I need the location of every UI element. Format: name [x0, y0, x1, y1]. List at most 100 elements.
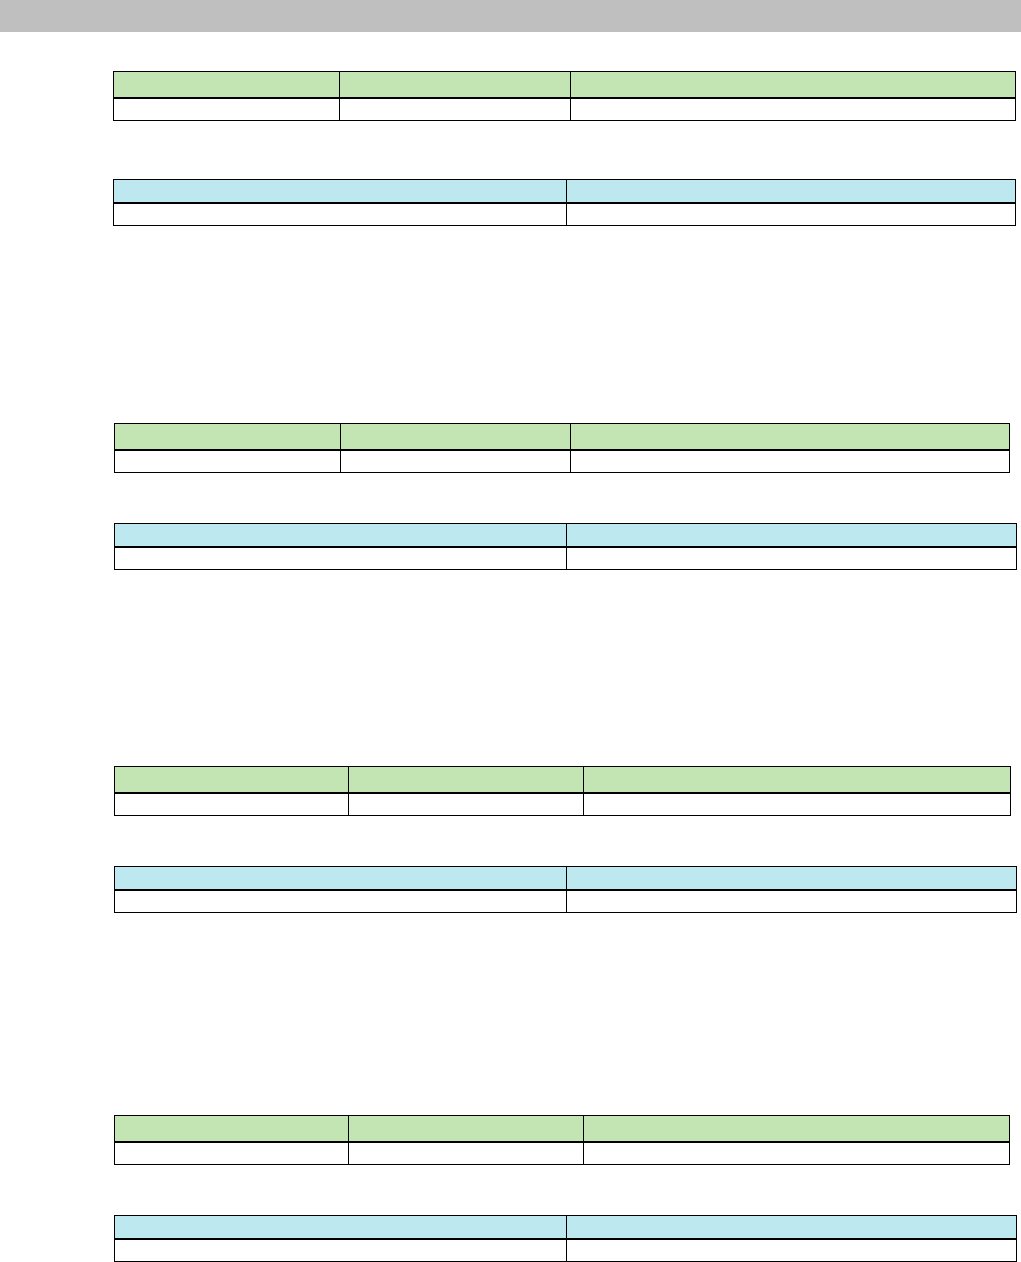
table-cell [348, 1141, 584, 1165]
table-cell [114, 792, 349, 816]
table-cell-text [115, 1143, 348, 1146]
header-cell-text [115, 524, 566, 527]
table-cell-text [115, 794, 348, 797]
table-cell-text [114, 99, 339, 102]
table-cell [114, 1238, 567, 1262]
table-cell-text [567, 204, 1015, 207]
table-cell [339, 97, 571, 121]
table-cell-text [571, 451, 1009, 454]
table-row [114, 449, 1010, 473]
table-cell [348, 792, 584, 816]
table-row [114, 792, 1011, 816]
table-cell-text [114, 204, 566, 207]
header-cell-text [584, 767, 1010, 770]
table-row [114, 1141, 1010, 1165]
table-cell-text [567, 1240, 1016, 1243]
table-row [113, 202, 1016, 226]
header-cell-text [115, 1216, 566, 1219]
table-cell [566, 1238, 1017, 1262]
header-cell [583, 766, 1011, 794]
header-cell [114, 1215, 567, 1240]
header-cell [114, 1115, 349, 1143]
header-cell-text [349, 1116, 583, 1119]
blue-table-1 [113, 179, 1016, 226]
header-cell [566, 523, 1017, 548]
table-header-row [114, 766, 1011, 794]
table-header-row [113, 179, 1016, 204]
table-header-row [114, 523, 1017, 548]
header-cell-text [567, 524, 1016, 527]
header-cell-text [340, 72, 570, 75]
table-cell [566, 202, 1016, 226]
header-cell-text [115, 424, 340, 427]
table-cell-text [341, 451, 570, 454]
table-cell-text [567, 891, 1016, 894]
green-table-4 [114, 1115, 1010, 1165]
table-cell [114, 889, 567, 913]
green-table-1 [113, 71, 1016, 121]
header-cell-text [567, 180, 1015, 183]
table-header-row [114, 866, 1017, 891]
table-cell [113, 97, 340, 121]
table-cell-text [584, 1143, 1009, 1146]
header-cell [566, 866, 1017, 891]
table-header-row [114, 423, 1010, 451]
header-cell-text [115, 1116, 348, 1119]
header-cell [114, 866, 567, 891]
table-cell [566, 546, 1017, 570]
table-cell [570, 97, 1016, 121]
header-cell-text [341, 424, 570, 427]
header-cell-text [567, 867, 1016, 870]
table-row [114, 546, 1017, 570]
header-cell [348, 766, 584, 794]
header-cell [114, 766, 349, 794]
table-cell-text [584, 794, 1010, 797]
table-cell [570, 449, 1010, 473]
header-cell [566, 179, 1016, 204]
header-cell-text [349, 767, 583, 770]
table-cell [583, 1141, 1010, 1165]
header-cell-text [115, 867, 566, 870]
green-table-3 [114, 766, 1011, 816]
header-cell [113, 71, 340, 99]
table-row [113, 97, 1016, 121]
header-cell [114, 523, 567, 548]
table-cell-text [340, 99, 570, 102]
blue-table-3 [114, 866, 1017, 913]
table-header-row [114, 1215, 1017, 1240]
table-cell-text [567, 548, 1016, 551]
header-cell-text [115, 767, 348, 770]
header-cell [570, 71, 1016, 99]
table-row [114, 889, 1017, 913]
header-cell [340, 423, 571, 451]
header-cell [566, 1215, 1017, 1240]
table-cell-text [349, 1143, 583, 1146]
header-cell-text [114, 180, 566, 183]
header-cell-text [571, 424, 1009, 427]
table-cell-text [115, 548, 566, 551]
header-cell [583, 1115, 1010, 1143]
header-cell [114, 423, 341, 451]
table-cell [114, 449, 341, 473]
table-cell [113, 202, 567, 226]
table-cell-text [115, 1240, 566, 1243]
table-cell-text [349, 794, 583, 797]
table-cell-text [115, 891, 566, 894]
header-band [0, 0, 1021, 32]
table-cell [566, 889, 1017, 913]
header-cell [570, 423, 1010, 451]
table-cell [583, 792, 1011, 816]
header-cell [339, 71, 571, 99]
green-table-2 [114, 423, 1010, 473]
header-cell [113, 179, 567, 204]
blue-table-2 [114, 523, 1017, 570]
header-cell [348, 1115, 584, 1143]
table-header-row [114, 1115, 1010, 1143]
header-cell-text [584, 1116, 1009, 1119]
table-cell [340, 449, 571, 473]
table-header-row [113, 71, 1016, 99]
header-cell-text [114, 72, 339, 75]
header-cell-text [567, 1216, 1016, 1219]
table-cell-text [115, 451, 340, 454]
